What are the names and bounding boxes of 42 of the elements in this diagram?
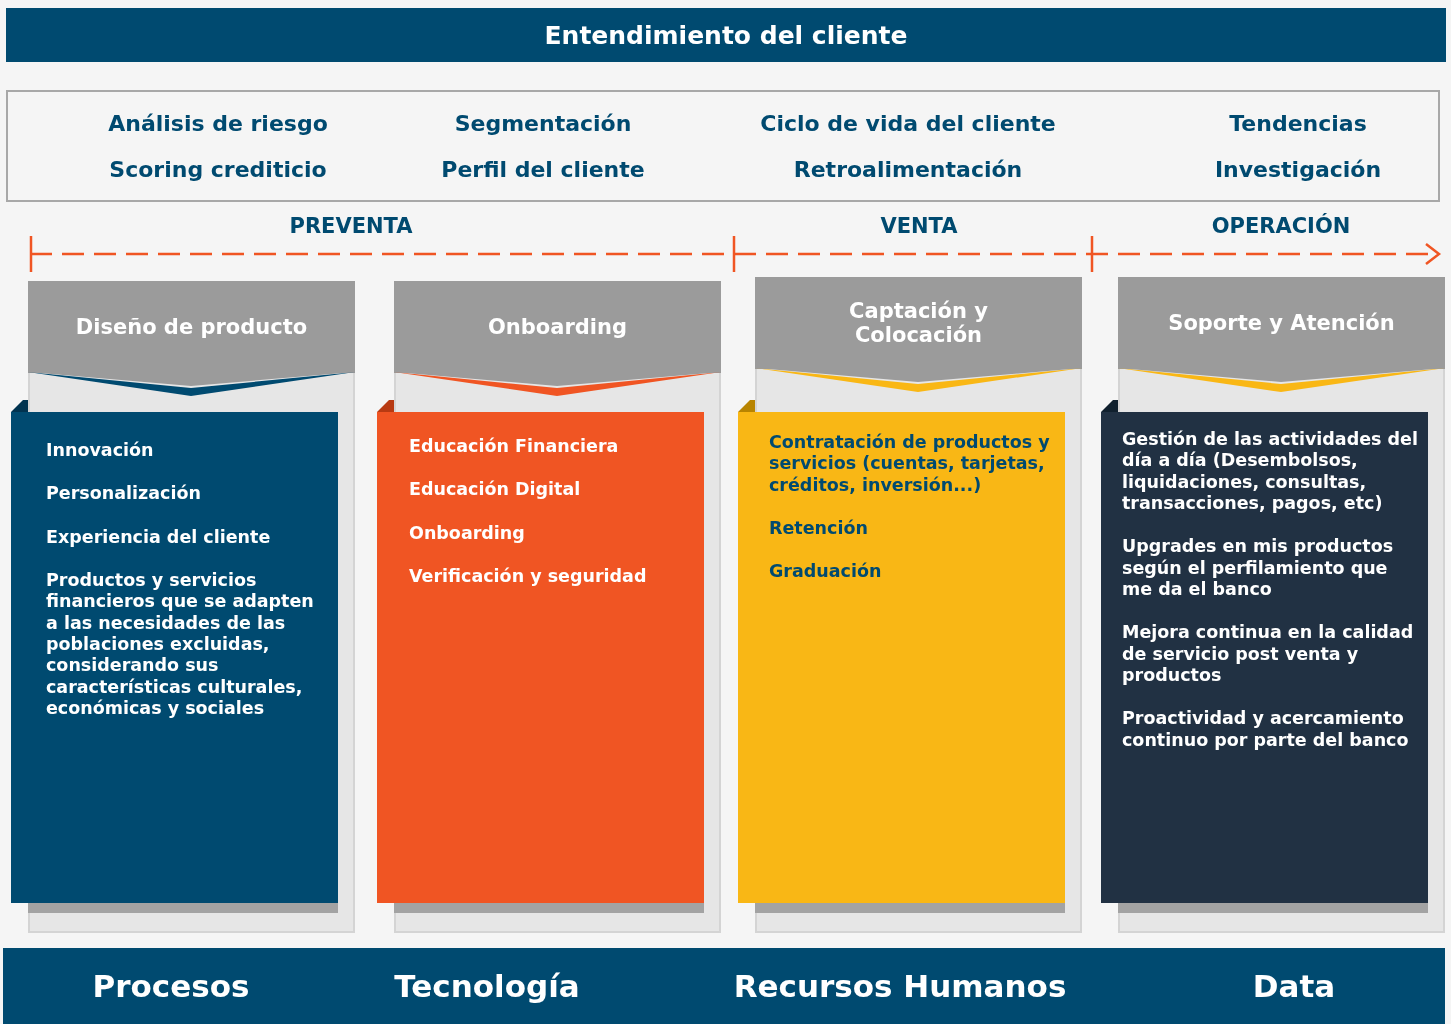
topic-text: Análisis de riesgo — [108, 110, 328, 136]
phase-label: PREVENTA — [289, 214, 413, 238]
topic-text: Investigación — [1214, 156, 1382, 182]
panel-item: Innovación — [46, 440, 155, 462]
panel-item: Onboarding — [409, 522, 526, 545]
panel-item: Retención — [769, 518, 869, 540]
pillar-text: Data — [1252, 968, 1336, 1004]
topic-text: Scoring crediticio — [109, 156, 327, 182]
content-panel — [11, 412, 338, 903]
panel-item: Verificación y seguridad — [409, 566, 648, 588]
title-banner — [6, 8, 1446, 62]
panel-item: Educación Financiera — [409, 436, 620, 458]
banner-title: Entendimiento del cliente — [544, 20, 908, 50]
pillar-text: Procesos — [92, 968, 250, 1004]
pillars-band — [3, 948, 1445, 1024]
pillar-text: Recursos Humanos — [733, 968, 1067, 1004]
stage-title: Onboarding — [488, 314, 627, 340]
panel-item: Graduación — [769, 561, 883, 583]
topic-text: Retroalimentación — [793, 156, 1023, 182]
topic-text: Segmentación — [454, 110, 632, 136]
panel-item: Productos y servicios financieros que se adapten a las necesidades de las poblaciones excluidas, considerando sus características culturales, económicas y sociales — [46, 570, 315, 720]
panel-item: Gestión de las actividades del día a día (Desembolsos, liquidaciones, consultas, transacciones, pagos, etc) — [1122, 429, 1419, 515]
phase-label: VENTA — [880, 214, 958, 238]
content-panel — [1101, 412, 1428, 903]
topic-text: Ciclo de vida del cliente — [760, 110, 1056, 136]
phase-label: OPERACIÓN — [1211, 214, 1351, 238]
topic-text: Tendencias — [1229, 110, 1367, 136]
topic-text: Perfil del cliente — [441, 156, 645, 182]
content-panel — [738, 412, 1065, 903]
pillar-text: Tecnología — [394, 968, 580, 1004]
panel-item: Educación Digital — [409, 479, 582, 501]
stage-title: Captación y Colocación — [848, 298, 989, 348]
panel-item: Personalización — [46, 483, 202, 505]
topics-box — [6, 90, 1440, 202]
panel-item: Proactividad y acercamiento continuo por parte del banco — [1122, 708, 1410, 752]
stage-title: Soporte y Atención — [1168, 310, 1395, 336]
content-panel — [377, 412, 704, 903]
panel-item: Upgrades en mis productos según el perfilamiento que me da el banco — [1122, 536, 1395, 601]
panel-item: Mejora continua en la calidad de servicio post venta y productos — [1122, 622, 1415, 687]
panel-item: Experiencia del cliente — [46, 526, 272, 549]
panel-item: Contratación de productos y servicios (cuentas, tarjetas, créditos, inversión...) — [769, 432, 1051, 497]
stage-title: Diseño de producto — [75, 314, 308, 340]
